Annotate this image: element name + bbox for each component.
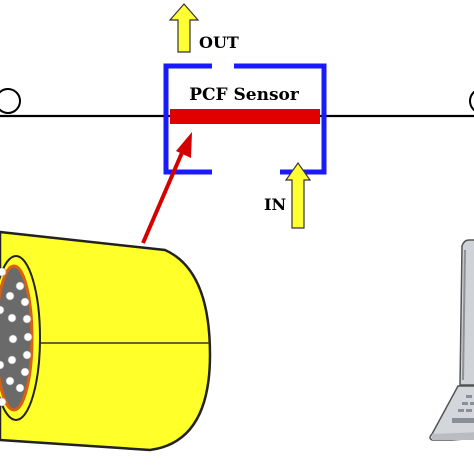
pcf-core: [170, 109, 320, 124]
in-label: IN: [264, 195, 286, 214]
out-arrow-icon: [168, 3, 200, 53]
out-label: OUT: [199, 33, 239, 52]
sensor-label: PCF Sensor: [189, 85, 300, 105]
right-connector: [469, 90, 474, 112]
in-arrow-icon: [284, 161, 312, 229]
air-holes: [0, 267, 33, 407]
fiber-cylinder: [0, 230, 212, 452]
left-connector: [0, 88, 21, 114]
pointer-arrow-icon: [141, 132, 192, 244]
laptop-icon: [429, 239, 474, 441]
